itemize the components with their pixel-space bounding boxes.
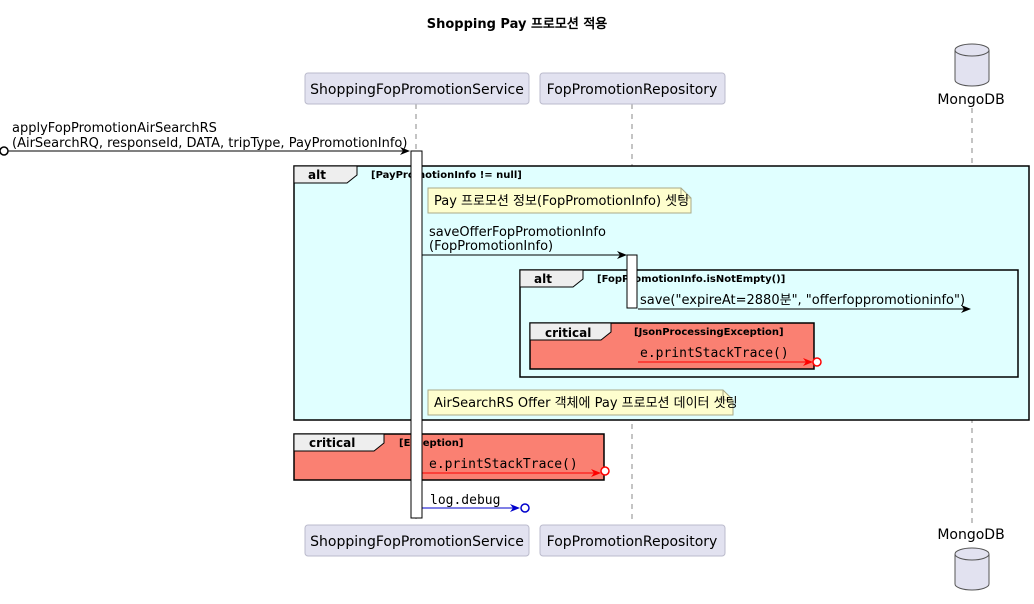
note-2-text: AirSearchRS Offer 객체에 Pay 프로모션 데이터 셋팅 (434, 396, 738, 411)
note-2: AirSearchRS Offer 객체에 Pay 프로모션 데이터 셋팅 (427, 389, 738, 416)
incoming-message-line2: (AirSearchRQ, responseId, DATA, tripType… (12, 136, 407, 151)
critical-outer-guard: [Exception] (399, 438, 464, 449)
critical-fragment-outer: critical [Exception] (293, 433, 605, 481)
participant-service-label: ShoppingFopPromotionService (310, 82, 524, 98)
save-message-line2: (FopPromotionInfo) (429, 239, 553, 254)
participant-repository-label: FopPromotionRepository (547, 82, 718, 98)
alt-outer-keyword: alt (308, 168, 326, 182)
diagram-title: Shopping Pay 프로모션 적용 (427, 16, 608, 32)
participant-repository-top[interactable]: FopPromotionRepository (539, 72, 726, 105)
database-icon (954, 547, 990, 591)
outer-trace-message: e.printStackTrace() (429, 457, 578, 472)
incoming-found-start (0, 146, 9, 156)
inner-trace-message: e.printStackTrace() (640, 346, 789, 361)
database-bottom[interactable]: MongoDB (937, 527, 1005, 591)
alt-inner-keyword: alt (534, 272, 552, 286)
service-activation (410, 150, 423, 519)
participant-repository-label-bottom: FopPromotionRepository (547, 534, 718, 550)
note-1-text: Pay 프로모션 정보(FopPromotionInfo) 셋팅 (434, 194, 689, 209)
participant-service-bottom[interactable]: ShoppingFopPromotionService (304, 524, 530, 557)
critical-inner-keyword: critical (545, 326, 591, 340)
database-label-bottom: MongoDB (937, 527, 1004, 543)
participant-service-label-bottom: ShoppingFopPromotionService (310, 534, 524, 550)
outer-trace-lost-endpoint (600, 466, 610, 476)
critical-inner-guard: [JsonProcessingException] (634, 327, 784, 338)
database-top[interactable]: MongoDB (937, 43, 1005, 108)
critical-outer-keyword: critical (309, 436, 355, 450)
note-1: Pay 프로모션 정보(FopPromotionInfo) 셋팅 (427, 187, 692, 214)
participant-repository-bottom[interactable]: FopPromotionRepository (539, 524, 726, 557)
alt-outer-guard: [PayPromotionInfo != null] (371, 170, 522, 181)
database-label-top: MongoDB (937, 92, 1004, 108)
repository-activation (626, 254, 638, 309)
database-icon (954, 43, 990, 87)
participant-service-top[interactable]: ShoppingFopPromotionService (304, 72, 530, 105)
critical-fragment-inner: critical [JsonProcessingException] (529, 322, 815, 370)
save-message-line1: saveOfferFopPromotionInfo (429, 225, 606, 240)
log-message: log.debug (430, 493, 500, 508)
incoming-message-line1: applyFopPromotionAirSearchRS (12, 121, 217, 136)
db-save-message: save("expireAt=2880분", "offerfoppromotio… (640, 293, 965, 308)
log-lost-endpoint (520, 503, 530, 513)
inner-trace-lost-endpoint (812, 357, 822, 367)
alt-inner-guard: [FopPromotionInfo.isNotEmpty()] (597, 274, 785, 285)
